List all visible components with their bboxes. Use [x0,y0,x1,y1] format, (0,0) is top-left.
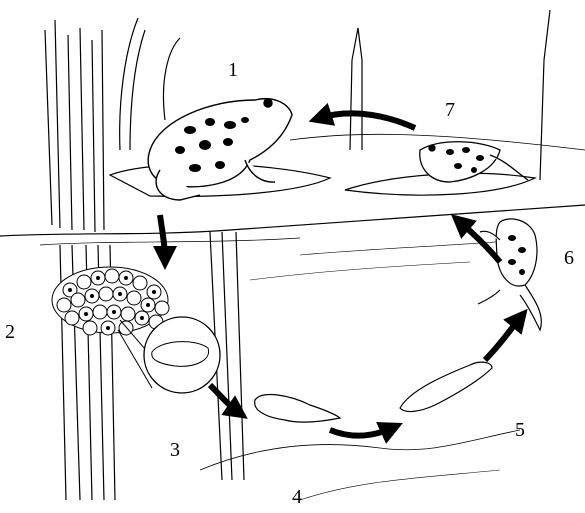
stage-label-5: 5 [515,420,525,440]
reed-stems [45,10,550,500]
stage-label-7: 7 [445,100,455,120]
stage-label-2: 2 [5,322,15,342]
froglet-icon [478,219,541,330]
stage-label-4: 4 [292,487,302,507]
stage-label-6: 6 [564,248,574,268]
stage-label-1: 1 [228,60,238,80]
egg-mass-icon [52,267,169,335]
stage-label-3: 3 [170,440,180,460]
tadpole-icon [255,362,492,422]
